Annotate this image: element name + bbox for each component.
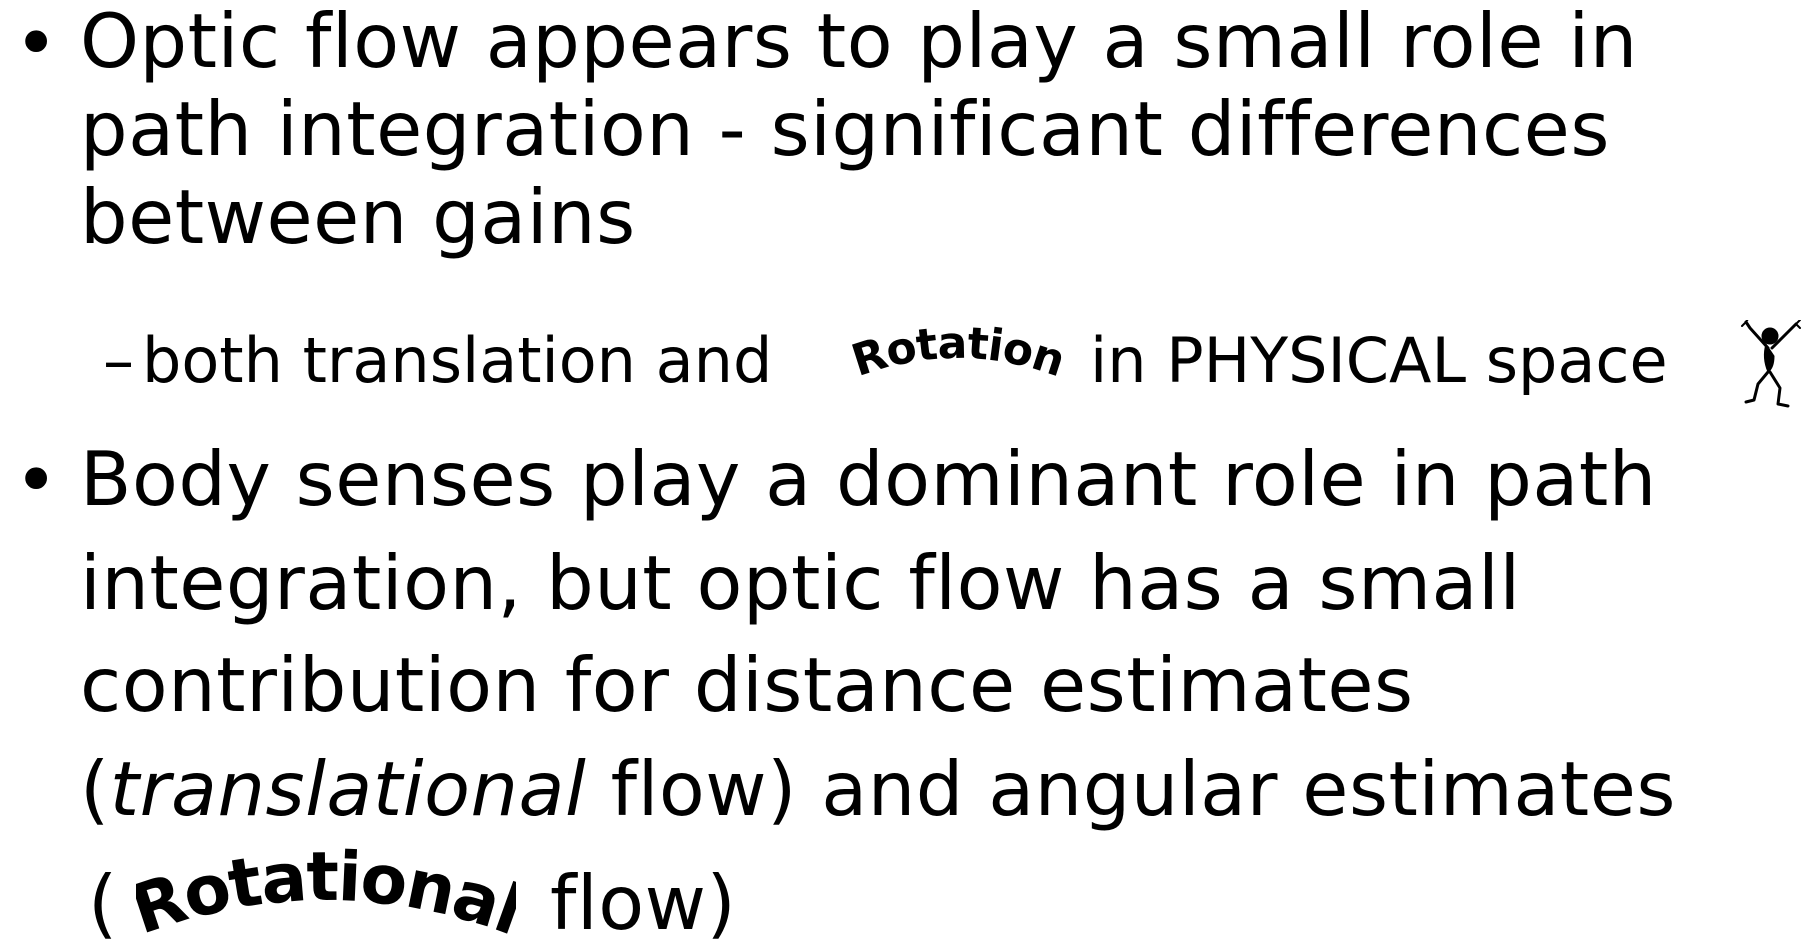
bullet-2-line-4: (translational flow) and angular estimat… [80,752,1676,827]
dancing-stick-figure-icon [1741,320,1801,408]
line4-rest: flow) and angular estimates [586,745,1676,833]
bullet-2-line-2: integration, but optic flow has a small [80,539,1521,627]
sub-bullet-dash: – [103,324,134,397]
paren-open: ( [80,745,110,833]
bullet-2-line-1: Body senses play a dominant role in path [80,435,1657,523]
wordart-rotational-text: Rotational [136,842,516,948]
sub-bullet-text-before: both translation and [142,324,773,397]
bullet-marker-1: • [14,0,59,87]
bullet-1-line-2: path integration - significant differenc… [80,85,1610,173]
wordart-rotation: Rotation [846,318,1072,387]
svg-text:Rotation: Rotation [846,318,1071,387]
sub-bullet-1: –both translation and [103,330,772,392]
bullet-1-line-1: Optic flow appears to play a small role … [80,0,1638,85]
bullet-1-line-3: between gains [80,173,636,261]
svg-text:Rotational: Rotational [136,842,516,948]
bullet-2-line-3: contribution for distance estimates [80,641,1414,729]
wordart-rotation-text: Rotation [846,318,1072,387]
sub-bullet-text-after: in PHYSICAL space [1090,324,1668,397]
wordart-rotational: Rotational [136,842,516,948]
italic-translational: translational [109,745,587,833]
line5-paren-open: ( [88,859,118,947]
line5-close: flow) [550,859,737,947]
bullet-marker-2: • [14,436,59,524]
